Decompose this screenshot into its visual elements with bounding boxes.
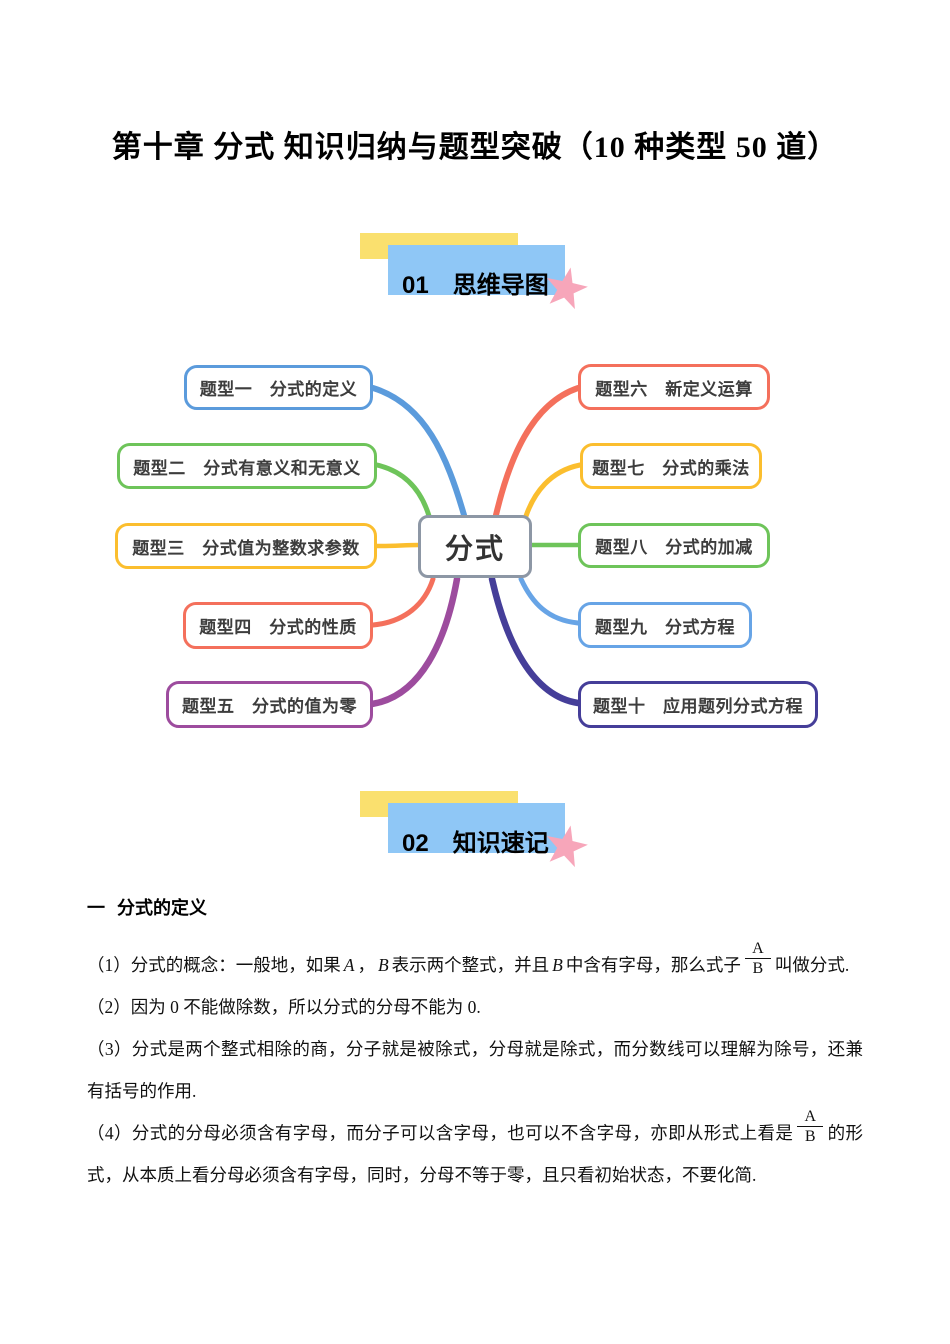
fraction-denominator: B: [752, 960, 764, 977]
section-label: 思维导图: [452, 272, 549, 299]
mindmap-node-topic-8: 题型八 分式的加减: [578, 523, 770, 568]
banner-blue-bar: [388, 803, 565, 853]
section-number: 01: [402, 272, 429, 299]
math-variable: B: [377, 955, 389, 975]
section-01-title: 01 思维导图: [402, 265, 562, 300]
mindmap-node-topic-7: 题型七 分式的乘法: [580, 443, 762, 489]
mindmap-node-topic-2: 题型二 分式有意义和无意义: [117, 443, 377, 489]
knowledge-paragraph-3: （3）分式是两个整式相除的商，分子就是被除式，分母就是除式，而分数线可以理解为除…: [87, 1028, 863, 1112]
star-icon: [546, 267, 588, 310]
text-run: 的形式，从本质上看分母必须含有字母，同时，分母不等于零，且只看初始状态，不要化简…: [87, 1123, 863, 1185]
fraction-numerator: A: [797, 1107, 824, 1127]
mindmap-node-topic-1: 题型一 分式的定义: [184, 365, 373, 410]
node-label: 题型三 分式值为整数求参数: [132, 538, 360, 558]
text-run: 中含有字母，那么式子: [565, 955, 741, 975]
node-label: 题型七 分式的乘法: [592, 458, 750, 478]
node-label: 题型二 分式有意义和无意义: [133, 458, 361, 478]
text-run: 叫做分式.: [774, 955, 850, 975]
text-run: 表示两个整式，并且: [391, 955, 550, 975]
text-run: （2）因为 0 不能做除数，所以分式的分母不能为 0.: [87, 997, 481, 1017]
node-label: 题型五 分式的值为零: [182, 697, 357, 716]
math-variable: B: [552, 955, 563, 975]
node-label: 题型一 分式的定义: [199, 380, 358, 399]
text-run: （4）分式的分母必须含有字母，而分子可以含字母，也可以不含字母，亦即从形式上看是: [87, 1123, 794, 1143]
text-run: （3）分式是两个整式相除的商，分子就是被除式，分母就是除式，而分数线可以理解为除…: [87, 1039, 863, 1101]
section-02-title: 02 知识速记: [402, 823, 562, 858]
fraction-denominator: B: [804, 1128, 816, 1145]
connector-topic-2: [374, 462, 432, 519]
connector-topic-10: [488, 575, 582, 707]
fraction-numerator: A: [744, 939, 771, 959]
node-label: 题型九 分式方程: [595, 617, 735, 637]
section-banner-02: 02 知识速记: [358, 791, 592, 875]
star-icon: [546, 825, 588, 868]
node-label: 题型八 分式的加减: [595, 538, 753, 557]
knowledge-paragraph-4: （4）分式的分母必须含有字母，而分子可以含字母，也可以不含字母，亦即从形式上看是…: [87, 1108, 863, 1196]
connector-topic-4: [370, 576, 436, 628]
text-run: （1）分式的概念：一般地，如果: [87, 955, 341, 975]
mindmap-node-topic-9: 题型九 分式方程: [578, 602, 752, 648]
math-variable: A: [343, 955, 355, 975]
section-banner-01: 01 思维导图: [358, 233, 592, 317]
connector-topic-7: [523, 462, 583, 519]
knowledge-paragraph-2: （2）因为 0 不能做除数，所以分式的分母不能为 0.: [87, 986, 863, 1028]
section-number: 02: [402, 830, 429, 857]
heading-marker: 一: [87, 898, 105, 918]
heading-text: 分式的定义: [117, 898, 207, 918]
mindmap-center-label: 分式: [444, 532, 505, 564]
mindmap-node-topic-6: 题型六 新定义运算: [578, 364, 770, 410]
knowledge-heading: 一分式的定义: [87, 894, 863, 920]
connector-topic-6: [493, 385, 581, 518]
mindmap-node-topic-3: 题型三 分式值为整数求参数: [115, 523, 377, 569]
mindmap-node-topic-10: 题型十 应用题列分式方程: [578, 681, 818, 728]
page-title: 第十章 分式 知识归纳与题型突破（10 种类型 50 道）: [111, 131, 839, 164]
node-label: 题型四 分式的性质: [199, 618, 357, 637]
connector-topic-3: [374, 542, 422, 549]
section-label: 知识速记: [452, 830, 549, 857]
banner-blue-bar: [388, 245, 565, 295]
mindmap-center-node: 分式: [418, 515, 532, 578]
text-run: ，: [357, 955, 375, 975]
node-label: 题型六 新定义运算: [595, 379, 753, 399]
mindmap-node-topic-4: 题型四 分式的性质: [183, 602, 373, 649]
connector-topic-1: [370, 385, 467, 518]
connector-topic-5: [368, 575, 461, 708]
mindmap-diagram: 分式 题型一 分式的定义 题型二 分式有意义和无意义 题型三 分式值为整数求参数…: [95, 352, 835, 742]
mindmap-node-topic-5: 题型五 分式的值为零: [166, 681, 373, 728]
node-label: 题型十 应用题列分式方程: [593, 697, 803, 716]
connector-topic-9: [518, 576, 581, 626]
